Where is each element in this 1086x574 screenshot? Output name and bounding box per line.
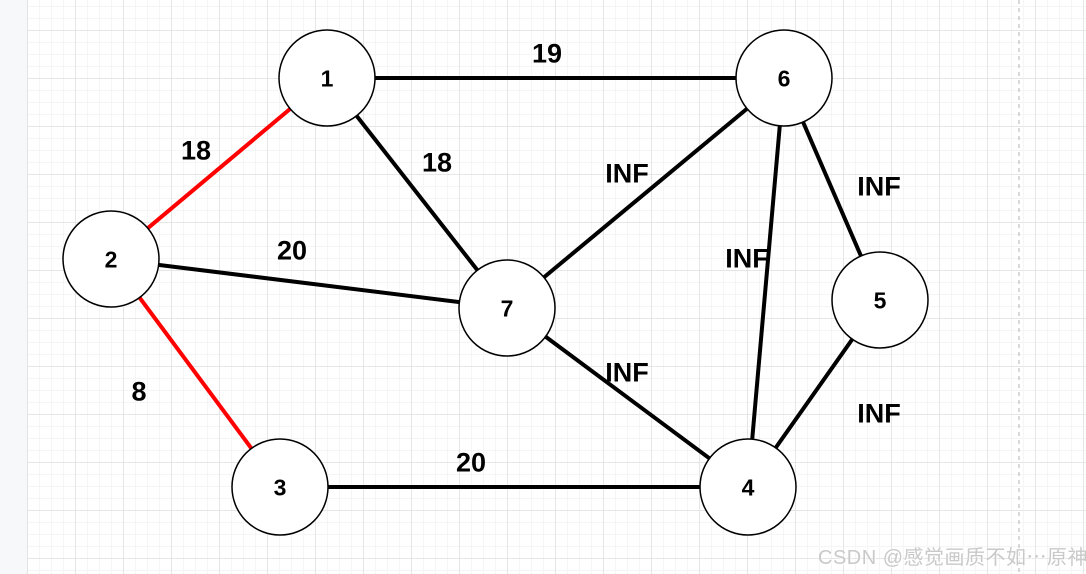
edge-weight-3-4[interactable]: 20: [456, 448, 486, 478]
left-gutter: [0, 0, 28, 574]
node-label-7[interactable]: 7: [501, 295, 514, 321]
node-label-4[interactable]: 4: [742, 474, 755, 500]
node-7[interactable]: [458, 259, 556, 357]
node-2[interactable]: [62, 210, 160, 308]
edge-weight-1-2[interactable]: 18: [181, 136, 211, 166]
edge-weight-2-7[interactable]: 20: [277, 236, 307, 266]
edge-weight-6-5[interactable]: INF: [857, 172, 901, 202]
edge-weight-6-4[interactable]: INF: [725, 244, 769, 274]
edge-weight-2-3[interactable]: 8: [131, 377, 146, 407]
edge-2-7[interactable]: [110, 257, 508, 310]
edge-weight-1-6[interactable]: 19: [532, 39, 562, 69]
node-6[interactable]: [735, 29, 833, 127]
edge-7-4[interactable]: [505, 306, 750, 489]
node-4[interactable]: [699, 438, 797, 536]
edge-weight-7-6[interactable]: INF: [605, 159, 649, 189]
node-3[interactable]: [231, 438, 329, 536]
node-5[interactable]: [831, 251, 929, 349]
edge-weight-1-7[interactable]: 18: [422, 148, 452, 178]
node-label-1[interactable]: 1: [321, 65, 334, 91]
node-label-2[interactable]: 2: [105, 246, 118, 272]
node-1[interactable]: [278, 29, 376, 127]
edge-7-6[interactable]: [505, 76, 786, 310]
edge-weight-7-4[interactable]: INF: [605, 358, 649, 388]
csdn-watermark: CSDN @感觉画质不如⋯原神: [818, 547, 1086, 569]
node-label-5[interactable]: 5: [874, 287, 887, 313]
node-label-6[interactable]: 6: [778, 65, 791, 91]
edge-6-4[interactable]: [746, 77, 786, 488]
node-label-3[interactable]: 3: [274, 474, 287, 500]
edge-weight-5-4[interactable]: INF: [857, 399, 901, 429]
